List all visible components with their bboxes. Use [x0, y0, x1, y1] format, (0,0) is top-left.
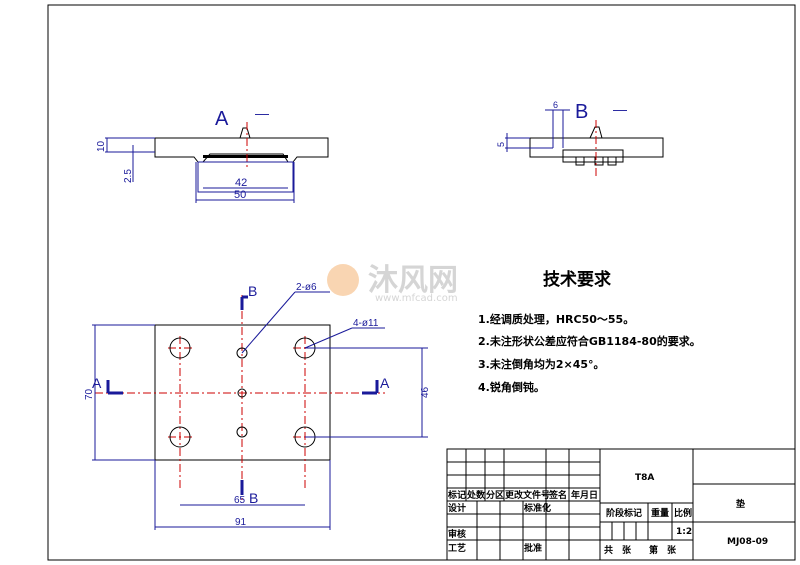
watermark-url: www.mfcad.com	[375, 293, 458, 304]
tb-stage: 阶段标记	[606, 507, 642, 519]
tb-review: 审核	[448, 528, 466, 540]
section-b-view: B — 6 5	[496, 100, 664, 178]
tech-item: 3.未注倒角均为2×45°。	[478, 357, 605, 371]
tb-header: 分区	[486, 489, 504, 501]
dim-inner: 42	[235, 177, 247, 189]
section-a-dash: —	[255, 105, 269, 121]
plan-view: 2-ø6 4-ø11 70 46 65 91 A A B B	[84, 282, 431, 530]
watermark: 沐风网 www.mfcad.com	[327, 263, 458, 304]
tb-scale-label: 比例	[674, 507, 692, 519]
tb-process: 工艺	[448, 542, 466, 554]
tb-approve: 批准	[524, 542, 542, 554]
watermark-logo-icon	[327, 264, 359, 296]
tb-scale: 1:2	[676, 527, 692, 537]
cut-mark-a-right: A	[380, 375, 390, 391]
technical-requirements: 技术要求 1.经调质处理，HRC50～55。 2.未注形状公差应符合GB1184…	[478, 269, 701, 394]
section-b-label: B	[575, 101, 588, 123]
dim-width-91: 91	[235, 517, 247, 528]
watermark-brand: 沐风网	[368, 263, 458, 298]
tech-item: 1.经调质处理，HRC50～55。	[478, 312, 634, 326]
tech-item: 2.未注形状公差应符合GB1184-80的要求。	[478, 334, 701, 348]
center-hole	[237, 388, 247, 398]
tb-sheets: 共 张 第 张	[604, 544, 677, 556]
dim-thickness: 10	[96, 140, 107, 152]
tb-design: 设计	[448, 502, 466, 514]
tb-header: 标记	[447, 489, 466, 501]
cut-mark-b-bottom: B	[249, 490, 258, 506]
dim-depth: 5	[496, 142, 506, 147]
callout-large-holes: 4-ø11	[353, 318, 379, 329]
cut-mark-a-left: A	[92, 375, 102, 391]
tb-drawing-no: MJ08-09	[727, 537, 768, 547]
dim-width: 6	[553, 100, 558, 110]
section-a-label: A	[215, 108, 229, 130]
hole-large	[169, 337, 191, 359]
title-block	[446, 448, 796, 561]
dim-outer: 50	[234, 189, 246, 201]
section-a-view: A — 10 2.5 42 50	[96, 105, 329, 203]
section-b-dash: —	[613, 101, 627, 117]
dim-width-65: 65	[234, 495, 246, 506]
tb-header: 签名	[548, 489, 567, 501]
callout-small-holes: 2-ø6	[296, 282, 317, 293]
tech-item: 4.锐角倒钝。	[478, 380, 545, 394]
tb-header: 更改文件号	[505, 489, 550, 501]
tb-weight: 重量	[651, 507, 669, 519]
dim-height-46: 46	[420, 386, 431, 398]
tb-header: 年月日	[571, 489, 598, 501]
dim-height-70: 70	[84, 388, 95, 400]
tb-header: 处数	[466, 489, 486, 501]
tb-standard: 标准化	[523, 502, 551, 514]
cut-mark-b-top: B	[248, 283, 257, 299]
tb-material: T8A	[635, 473, 654, 483]
hole-large	[169, 426, 191, 448]
drawing-frame	[47, 4, 796, 561]
tech-title: 技术要求	[543, 269, 611, 290]
tb-part-name: 垫	[736, 498, 745, 510]
hole-small	[236, 426, 248, 438]
hole-small	[236, 347, 248, 359]
dim-step: 2.5	[123, 169, 134, 183]
title-block-text: 标记 处数 分区 更改文件号 签名 年月日 设计 标准化 审核 工艺 批准 T8…	[447, 473, 768, 556]
